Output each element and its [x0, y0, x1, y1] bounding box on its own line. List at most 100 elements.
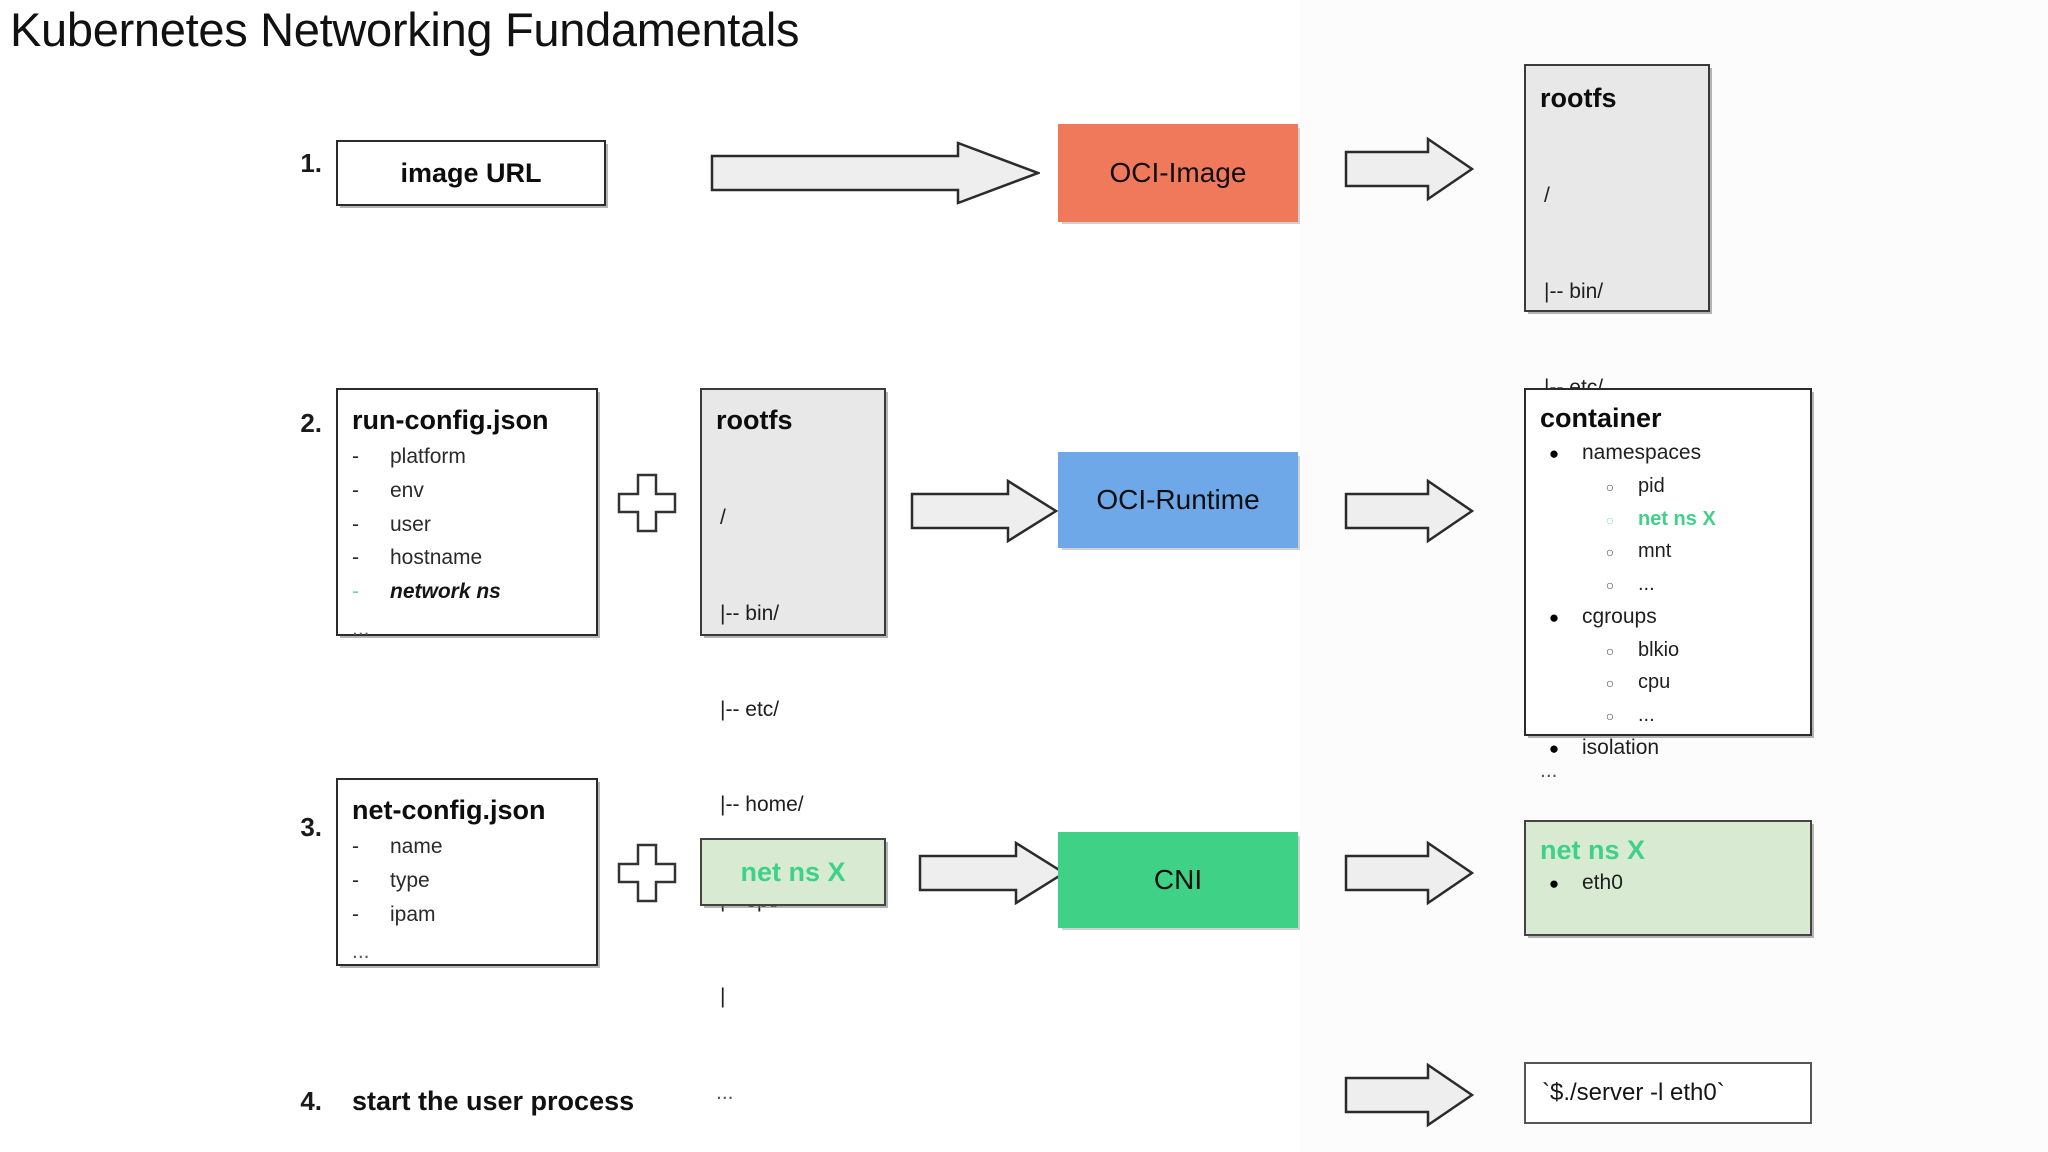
net-ns-output-list: ● eth0 — [1526, 866, 1810, 900]
arrow-start-process-to-command — [1344, 1062, 1474, 1128]
cni-label: CNI — [1153, 864, 1203, 895]
list-item-net-ns: ○ net ns X — [1582, 503, 1810, 535]
plus-icon-row3 — [616, 842, 678, 904]
list-item-label: type — [390, 868, 430, 892]
command-text: `$./server -l eth0` — [1542, 1079, 1725, 1106]
list-item-label: platform — [390, 445, 466, 469]
list-item-isolation: ● isolation — [1526, 731, 1810, 765]
list-item: - user — [338, 508, 596, 542]
cgroups-child-list: ○ blkio ○ cpu ○ ... — [1526, 634, 1810, 731]
oci-runtime-label: OCI-Runtime — [1096, 484, 1260, 515]
group-label: namespaces — [1582, 441, 1702, 465]
arrow-oci-image-to-rootfs — [1344, 136, 1474, 202]
dash-marker: - — [352, 579, 359, 603]
rootfs-output-box-row1: rootfs / |-- bin/ |-- etc/ |-- home/ |--… — [1524, 64, 1710, 782]
arrow-cni-to-net-ns — [1344, 840, 1474, 906]
net-config-ellipsis: ... — [352, 940, 370, 964]
child-label: blkio — [1638, 638, 1680, 661]
arrow-inputs-to-cni — [918, 840, 1066, 906]
list-item: - hostname — [338, 541, 596, 575]
bullet-circle-icon: ○ — [1605, 576, 1615, 593]
list-item: - ipam — [338, 898, 596, 932]
bullet-circle-icon: ○ — [1605, 642, 1615, 659]
rootfs-ellipsis: ... — [716, 1081, 734, 1105]
list-item-label: env — [390, 478, 424, 502]
bullet-disc-icon: ● — [1548, 874, 1560, 894]
rootfs-ellipsis: ... — [1540, 759, 1558, 783]
dash-marker: - — [352, 902, 359, 926]
container-group-list-isolation: ● isolation — [1526, 731, 1810, 765]
dash-marker: - — [352, 478, 359, 502]
net-ns-output-title: net ns X — [1540, 835, 1646, 865]
rootfs-title: rootfs — [1540, 83, 1617, 113]
bullet-circle-icon: ○ — [1605, 707, 1615, 724]
oci-image-process-box: OCI-Image — [1058, 124, 1298, 222]
child-label: ... — [1638, 703, 1655, 726]
list-item-label: name — [390, 835, 443, 859]
container-group-list: ● namespaces — [1526, 436, 1810, 470]
list-item-label: network ns — [390, 579, 501, 603]
net-ns-input-box: net ns X — [700, 838, 886, 906]
step-number-3: 3. — [300, 812, 322, 842]
rootfs-tree-line: |-- etc/ — [720, 697, 780, 721]
step-number-2: 2. — [300, 408, 322, 438]
container-output-box: container ● namespaces ○ pid ○ net ns X … — [1524, 388, 1812, 759]
bullet-circle-icon: ○ — [1605, 511, 1615, 528]
rootfs-input-box-row2: rootfs / |-- bin/ |-- etc/ |-- home/ |--… — [700, 388, 886, 1104]
net-config-title: net-config.json — [352, 795, 546, 825]
list-item-label: ipam — [390, 902, 436, 926]
list-item: ● eth0 — [1526, 866, 1810, 900]
child-label: pid — [1638, 475, 1665, 498]
run-config-ellipsis: ... — [352, 617, 370, 641]
child-label: mnt — [1638, 540, 1672, 563]
list-item: - env — [338, 474, 596, 508]
net-config-item-list: - name - type - ipam — [338, 830, 596, 931]
step-number-1: 1. — [300, 148, 322, 178]
dash-marker: - — [352, 546, 359, 570]
child-label: cpu — [1638, 671, 1671, 694]
list-item-namespaces: ● namespaces — [1526, 436, 1810, 470]
child-label: ... — [1638, 572, 1655, 595]
start-user-process-label: start the user process — [352, 1086, 635, 1116]
dash-marker: - — [352, 512, 359, 536]
list-item: ○ blkio — [1582, 634, 1810, 666]
list-item: - platform — [338, 440, 596, 474]
net-config-box: net-config.json - name - type - ipam ... — [336, 778, 598, 966]
list-item-cgroups: ● cgroups — [1526, 600, 1810, 634]
bullet-circle-icon: ○ — [1605, 479, 1615, 496]
rootfs-tree-line: / — [720, 506, 726, 530]
list-item: - type — [338, 864, 596, 898]
page-title: Kubernetes Networking Fundamentals — [10, 3, 800, 56]
arrow-image-url-to-oci-image — [710, 140, 1040, 206]
list-item-label: hostname — [390, 546, 483, 570]
list-item: ○ ... — [1582, 699, 1810, 731]
namespaces-child-list: ○ pid ○ net ns X ○ mnt ○ ... — [1526, 470, 1810, 600]
arrow-oci-runtime-to-container — [1344, 478, 1474, 544]
oci-runtime-process-box: OCI-Runtime — [1058, 452, 1298, 548]
rootfs-tree-line: |-- bin/ — [1544, 279, 1604, 303]
oci-image-label: OCI-Image — [1109, 157, 1247, 188]
group-label: isolation — [1582, 736, 1660, 760]
list-item: - name — [338, 830, 596, 864]
net-ns-label: net ns X — [740, 856, 846, 887]
dash-marker: - — [352, 445, 359, 469]
list-item: ○ ... — [1582, 568, 1810, 600]
container-title: container — [1540, 403, 1662, 433]
net-ns-output-box: net ns X ● eth0 — [1524, 820, 1812, 936]
run-config-title: run-config.json — [352, 405, 549, 435]
bullet-circle-icon: ○ — [1605, 675, 1615, 692]
command-box: `$./server -l eth0` — [1524, 1062, 1812, 1124]
child-label: net ns X — [1638, 507, 1716, 530]
cni-process-box: CNI — [1058, 832, 1298, 928]
dash-marker: - — [352, 835, 359, 859]
rootfs-tree-line: / — [1544, 184, 1550, 208]
container-group-list-cgroups: ● cgroups — [1526, 600, 1810, 634]
arrow-inputs-to-oci-runtime — [910, 478, 1058, 544]
bullet-disc-icon: ● — [1548, 607, 1560, 627]
rootfs-tree-line: |-- bin/ — [720, 601, 780, 625]
list-item-network-ns: - network ns — [338, 575, 596, 609]
rootfs-tree-line: |-- home/ — [720, 793, 804, 817]
run-config-item-list: - platform - env - user - hostname - net… — [338, 440, 596, 608]
image-url-label: image URL — [400, 157, 542, 188]
bullet-circle-icon: ○ — [1605, 544, 1615, 561]
